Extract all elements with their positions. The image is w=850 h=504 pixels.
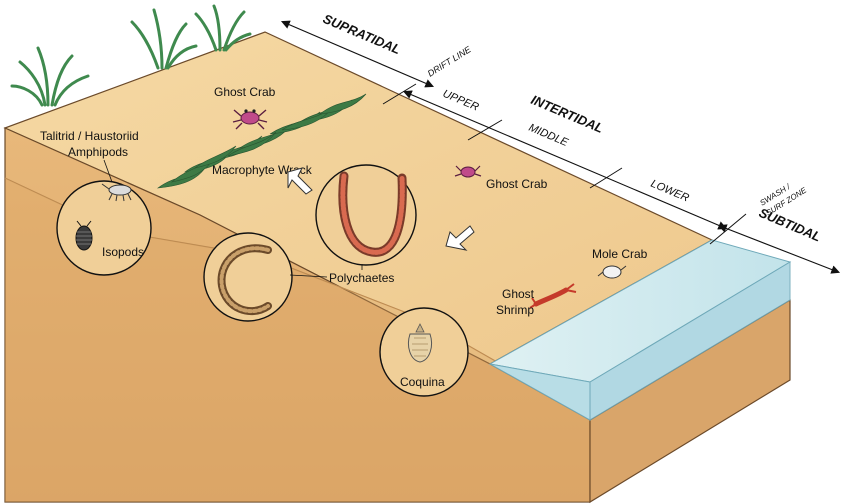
subtidal-label: SUBTIDAL [757, 205, 823, 245]
amphipods-label-line2: Amphipods [68, 145, 128, 159]
ghost-shrimp-label-line1: Ghost [502, 287, 535, 301]
coquina-clam-icon [407, 323, 433, 363]
mole-crab-icon [597, 265, 627, 279]
supratidal-label: SUPRATIDAL [321, 11, 403, 57]
isopod-icon [75, 220, 93, 251]
water-side-face [589, 261, 791, 421]
drift-line-label: DRIFT LINE [426, 44, 474, 79]
ghost-shrimp-label-line2: Shrimp [496, 303, 534, 317]
subsurface-shading [5, 178, 590, 502]
polychaete-tube-inner [340, 173, 405, 255]
amphipod-icon [101, 183, 132, 202]
polychaetes-label: Polychaetes [329, 271, 394, 285]
down-arrow-glyph [287, 167, 313, 195]
ghost-crab-mid-icon [454, 165, 482, 178]
polychaete-worm-segments [219, 246, 270, 314]
ghost-crab-mid-label: Ghost Crab [486, 177, 548, 191]
ghost-crab-top-icon [232, 109, 268, 130]
supratidal-arrow [280, 20, 435, 88]
amphipods-label-line1: Talitrid / Haustoriid [40, 129, 139, 143]
dune-grass-left [10, 46, 90, 107]
mole-crab-label: Mole Crab [592, 247, 648, 261]
swash-divider [709, 213, 747, 245]
lower-label: LOWER [649, 178, 691, 205]
dune-grass-center [130, 8, 198, 70]
isopods-label: Isopods [102, 245, 144, 259]
ghost-shrimp-icon [529, 283, 577, 309]
dune-grass-right [194, 4, 252, 52]
amphipods-pointer [103, 159, 113, 183]
subtidal-arrow [717, 224, 841, 274]
isopods-inset [56, 180, 152, 276]
ghost-crab-top-label: Ghost Crab [214, 85, 276, 99]
polychaetes-pointer-left [289, 274, 328, 278]
up-arrow-glyph [445, 225, 475, 251]
macrophyte-wrack [156, 93, 367, 189]
intertidal-arrow [402, 90, 728, 230]
middle-label: MIDDLE [527, 122, 571, 150]
coquina-label: Coquina [400, 375, 445, 389]
